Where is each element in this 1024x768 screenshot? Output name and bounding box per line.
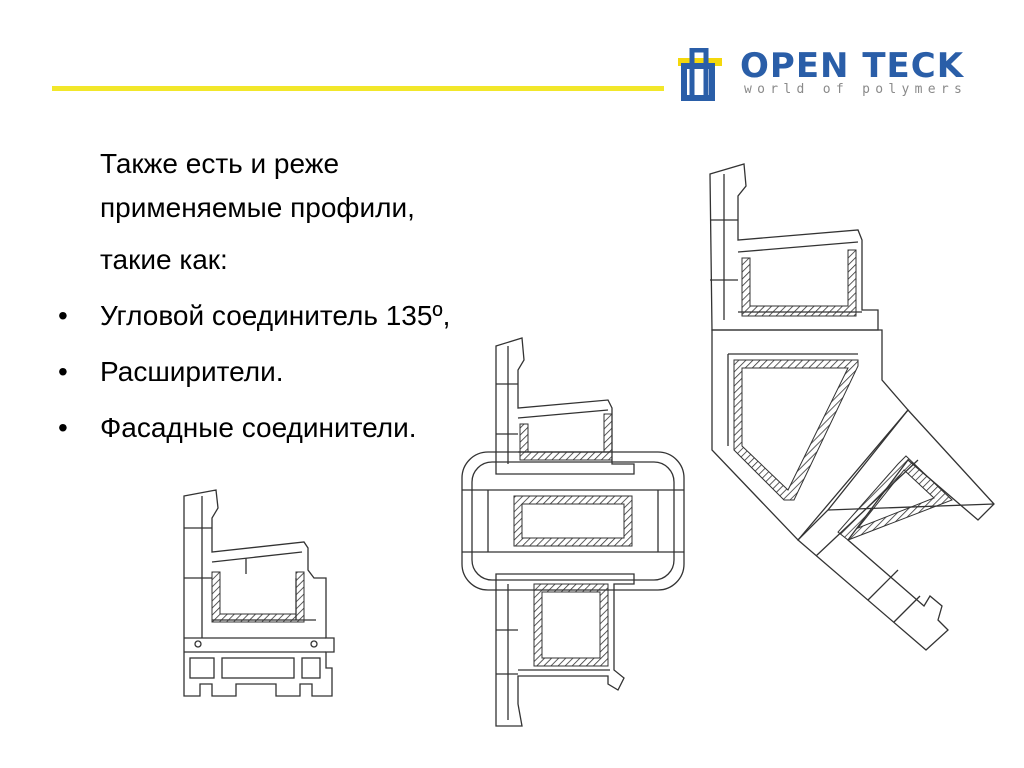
bullet-text: Фасадные соединители. — [100, 412, 417, 443]
expander-profile-drawing — [458, 334, 688, 734]
expander-profile-drawing-icon — [461, 337, 685, 727]
list-item: • Фасадные соединители. — [58, 406, 498, 450]
intro-line-1: Также есть и реже — [100, 148, 340, 179]
profile-section-drawing-icon — [183, 489, 335, 697]
corner-connector-135-drawing — [698, 160, 1008, 660]
bullet-text: Расширители. — [100, 356, 284, 387]
profile-section-drawing — [176, 488, 346, 706]
list-item: • Расширители. — [58, 350, 498, 394]
intro-line-3: такие как: — [100, 244, 228, 275]
bullet-marker: • — [58, 412, 68, 443]
corner-connector-135-drawing-icon — [709, 163, 995, 651]
logo: OPEN TECK world of polymers — [676, 44, 996, 106]
logo-mark-icon — [678, 48, 722, 101]
bullet-text: Угловой соединитель 135º, — [100, 300, 451, 331]
logo-name: OPEN TECK — [740, 46, 965, 86]
intro-line-2: применяемые профили, — [100, 192, 415, 223]
bullet-marker: • — [58, 356, 68, 387]
logo-tagline: world of polymers — [744, 82, 968, 97]
yellow-divider — [52, 86, 664, 91]
bullet-marker: • — [58, 300, 68, 331]
list-item: • Угловой соединитель 135º, — [58, 294, 498, 338]
bullet-list: • Угловой соединитель 135º, • Расширители.… — [58, 294, 498, 450]
slide-text: Также есть и реже применяемые профили, т… — [58, 142, 498, 450]
